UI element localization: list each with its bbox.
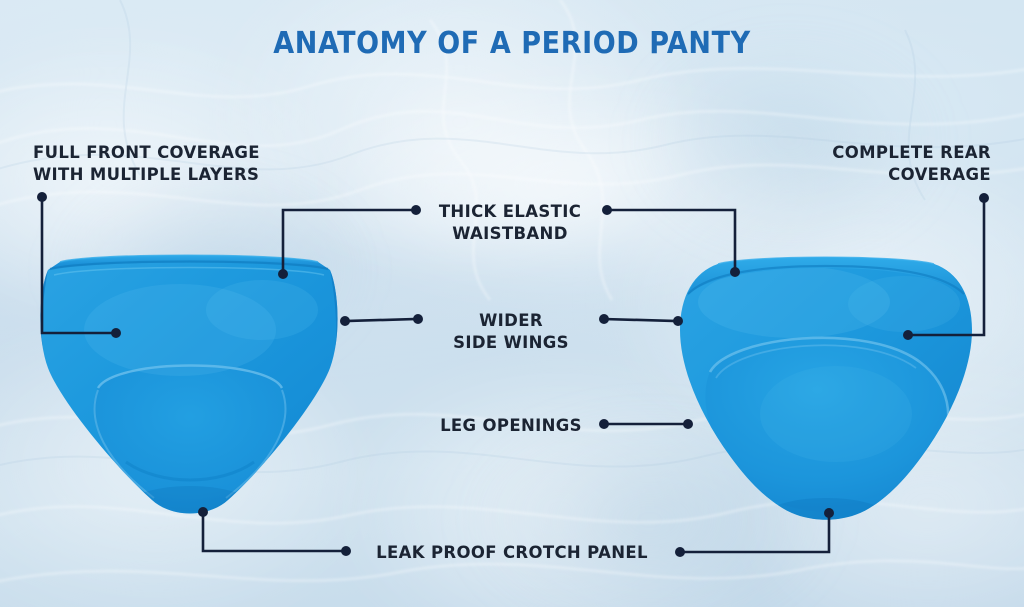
callout-label-wider-side-wings: WIDER SIDE WINGS xyxy=(428,310,594,354)
callout-line: SIDE WINGS xyxy=(453,332,569,352)
callout-label-thick-elastic-waistband: THICK ELASTIC WAISTBAND xyxy=(425,201,595,245)
callout-label-leak-proof-crotch-panel: LEAK PROOF CROTCH PANEL xyxy=(357,542,667,564)
callout-line: COVERAGE xyxy=(888,164,991,184)
callout-label-complete-rear-coverage: COMPLETE REAR COVERAGE xyxy=(730,142,991,186)
callout-line: WITH MULTIPLE LAYERS xyxy=(33,164,260,184)
callout-label-full-front-coverage: FULL FRONT COVERAGE WITH MULTIPLE LAYERS xyxy=(33,142,260,186)
callout-line: LEAK PROOF CROTCH PANEL xyxy=(376,543,648,562)
callout-line: COMPLETE REAR xyxy=(832,143,991,162)
callout-line: THICK ELASTIC xyxy=(438,202,582,221)
callout-line: LEG OPENINGS xyxy=(440,416,582,435)
page-title: ANATOMY OF A PERIOD PANTY xyxy=(273,26,751,61)
callout-line: WIDER xyxy=(479,311,543,330)
period-panty-back-view xyxy=(680,256,972,520)
callout-label-leg-openings: LEG OPENINGS xyxy=(428,415,594,437)
period-panty-front-view xyxy=(40,254,338,514)
callout-line: WAISTBAND xyxy=(452,223,568,243)
callout-line: FULL FRONT COVERAGE xyxy=(33,143,260,162)
